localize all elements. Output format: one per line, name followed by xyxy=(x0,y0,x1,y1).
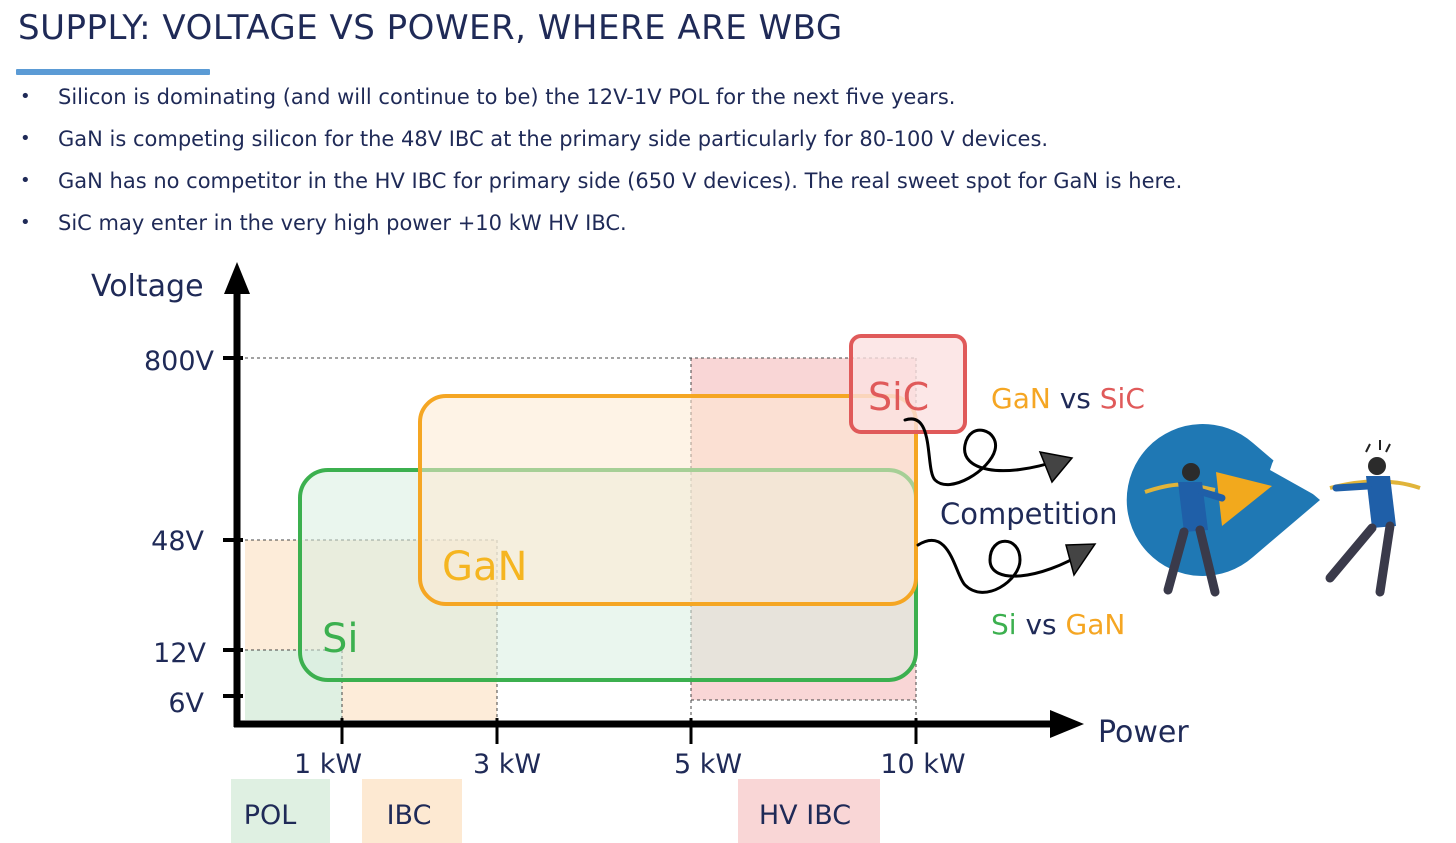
x-tick-label: 1 kW xyxy=(294,749,362,780)
x-tick-label: 3 kW xyxy=(473,749,541,780)
gan-vs-sic-vs: vs xyxy=(1060,382,1100,415)
y-axis-arrowhead xyxy=(224,262,250,294)
gan-vs-sic-left: GaN xyxy=(991,382,1051,415)
tug-of-war-illustration xyxy=(1126,424,1421,597)
x-axis-arrowhead xyxy=(1050,710,1084,738)
gan-vs-sic-label: GaN vs SiC xyxy=(991,382,1145,415)
page-title: SUPPLY: VOLTAGE VS POWER, WHERE ARE WBG xyxy=(18,8,843,48)
bullet-item: • GaN is competing silicon for the 48V IB… xyxy=(18,122,1182,164)
y-tick-marks xyxy=(223,356,243,698)
pol-badge-bg xyxy=(231,779,330,843)
competition-label: Competition xyxy=(940,497,1117,531)
y-tick-label: 12V xyxy=(153,638,206,669)
y-tick-label: 6V xyxy=(168,688,204,719)
si-region-label: Si xyxy=(322,616,359,662)
y-tick-label: 800V xyxy=(144,346,215,377)
x-tick-marks xyxy=(340,718,918,744)
gan-vs-sic-right: SiC xyxy=(1100,382,1145,415)
y-tick-label: 48V xyxy=(151,526,204,557)
si-vs-gan-left: Si xyxy=(991,608,1017,641)
sic-region-label: SiC xyxy=(868,375,929,419)
bullet-text: Silicon is dominating (and will continue… xyxy=(58,85,956,109)
pie-slice xyxy=(1216,472,1272,526)
bullet-dot: • xyxy=(20,86,31,107)
bullet-text: SiC may enter in the very high power +10… xyxy=(58,211,627,235)
bullet-item: • SiC may enter in the very high power +1… xyxy=(18,206,1182,248)
si-vs-gan-right: GaN xyxy=(1066,608,1126,641)
si-vs-gan-label: Si vs GaN xyxy=(991,608,1125,641)
x-axis-label: Power xyxy=(1098,715,1189,750)
ibc-badge-bg xyxy=(362,779,462,843)
hv-ibc-badge-label: HV IBC xyxy=(759,800,851,831)
bullet-dot: • xyxy=(20,212,31,233)
hv-ibc-badge-bg xyxy=(738,779,880,843)
gan-region-box xyxy=(418,394,918,606)
bullet-list: • Silicon is dominating (and will continu… xyxy=(18,80,1182,248)
sic-region-box xyxy=(849,334,967,434)
bullet-item: • Silicon is dominating (and will continu… xyxy=(18,80,1182,122)
bullet-dot: • xyxy=(20,170,31,191)
curly-arrow-icon xyxy=(916,538,1097,594)
bullet-item: • GaN has no competitor in the HV IBC for… xyxy=(18,164,1182,206)
y-axis-label: Voltage xyxy=(91,269,204,304)
title-underline xyxy=(16,69,210,75)
gan-region-label: GaN xyxy=(442,544,527,590)
pol-badge-label: POL xyxy=(244,800,297,831)
curly-arrow-icon xyxy=(903,417,1074,487)
x-tick-label: 10 kW xyxy=(880,749,965,780)
bullet-text: GaN is competing silicon for the 48V IBC… xyxy=(58,127,1049,151)
si-vs-gan-vs: vs xyxy=(1025,608,1065,641)
ibc-badge-label: IBC xyxy=(387,800,432,831)
x-tick-label: 5 kW xyxy=(674,749,742,780)
bullet-text: GaN has no competitor in the HV IBC for … xyxy=(58,169,1183,193)
bullet-dot: • xyxy=(20,128,31,149)
